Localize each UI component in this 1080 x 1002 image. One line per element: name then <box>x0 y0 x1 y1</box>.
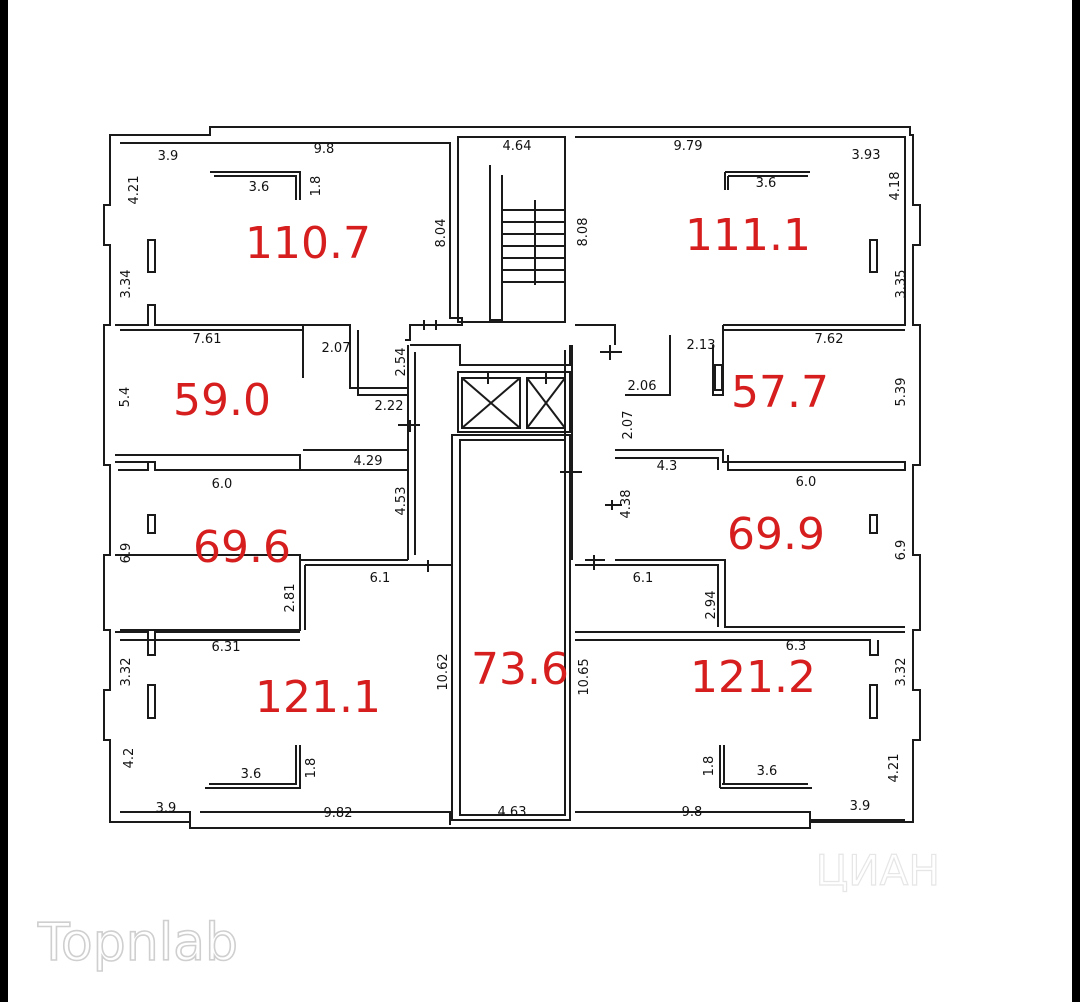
dimension-label: 4.53 <box>394 487 409 516</box>
area-label: 111.1 <box>685 210 811 261</box>
dimension-label: 2.81 <box>283 584 298 613</box>
dimension-label: 7.62 <box>815 332 844 347</box>
dimension-label: 8.04 <box>434 219 449 248</box>
right-black-border <box>1072 0 1080 1002</box>
area-label: 59.0 <box>173 375 271 426</box>
dimension-label: 3.34 <box>119 270 134 299</box>
dimension-label: 10.65 <box>577 658 592 695</box>
dimension-label: 4.29 <box>354 454 383 469</box>
dimension-label: 5.39 <box>894 378 909 407</box>
dimension-label: 6.0 <box>796 475 817 490</box>
dimension-label: 6.9 <box>894 540 909 561</box>
dimension-label: 3.6 <box>249 180 270 195</box>
dimension-label: 2.07 <box>322 341 351 356</box>
dimension-label: 1.8 <box>702 756 717 777</box>
area-label: 69.9 <box>727 509 825 560</box>
dimension-label: 10.62 <box>436 653 451 690</box>
area-label: 57.7 <box>731 367 829 418</box>
topnlab-watermark: Topnlab <box>37 913 238 973</box>
dimension-label: 9.82 <box>324 806 353 821</box>
dimension-label: 4.38 <box>619 490 634 519</box>
dimension-label: 9.8 <box>314 142 335 157</box>
dimension-label: 3.35 <box>894 270 909 299</box>
dimension-label: 3.93 <box>852 148 881 163</box>
dimension-label: 2.94 <box>704 591 719 620</box>
cian-watermark: ЦИАН <box>816 846 940 895</box>
dimension-label: 6.31 <box>212 640 241 655</box>
walls <box>103 126 921 829</box>
dimension-label: 6.3 <box>786 639 807 654</box>
dimension-label: 4.21 <box>127 176 142 205</box>
dimension-label: 3.9 <box>156 801 177 816</box>
dimension-label: 6.0 <box>212 477 233 492</box>
dimension-label: 2.06 <box>628 379 657 394</box>
dimension-label: 1.8 <box>304 758 319 779</box>
area-label: 121.1 <box>255 672 381 723</box>
dimension-label: 3.32 <box>894 658 909 687</box>
dimension-label: 2.22 <box>375 399 404 414</box>
dimension-label: 6.9 <box>119 543 134 564</box>
dimension-label: 9.8 <box>682 805 703 820</box>
dimension-label: 8.08 <box>576 218 591 247</box>
area-label: 69.6 <box>193 522 291 573</box>
dimension-label: 6.1 <box>370 571 391 586</box>
dimension-label: 3.6 <box>756 176 777 191</box>
dimension-label: 5.4 <box>118 387 133 408</box>
dimension-label: 3.6 <box>241 767 262 782</box>
dimension-label: 4.3 <box>657 459 678 474</box>
dimension-label: 2.54 <box>394 348 409 377</box>
dimension-label: 3.6 <box>757 764 778 779</box>
dimension-label: 4.18 <box>888 172 903 201</box>
dimension-label: 3.32 <box>119 658 134 687</box>
dimension-label: 9.79 <box>674 139 703 154</box>
dimension-label: 4.2 <box>122 748 137 769</box>
dimension-label: 3.9 <box>158 149 179 164</box>
dimension-label: 4.64 <box>503 139 532 154</box>
dimension-label: 3.9 <box>850 799 871 814</box>
dimension-label: 2.07 <box>621 411 636 440</box>
dimension-label: 2.13 <box>687 338 716 353</box>
left-black-border <box>0 0 8 1002</box>
dimension-label: 1.8 <box>309 176 324 197</box>
dimension-label: 4.21 <box>887 754 902 783</box>
area-label: 73.6 <box>471 644 569 695</box>
dimension-label: 7.61 <box>193 332 222 347</box>
area-label: 121.2 <box>690 652 816 703</box>
dimension-label: 6.1 <box>633 571 654 586</box>
area-label: 110.7 <box>245 218 371 269</box>
dimension-label: 4.63 <box>498 805 527 820</box>
